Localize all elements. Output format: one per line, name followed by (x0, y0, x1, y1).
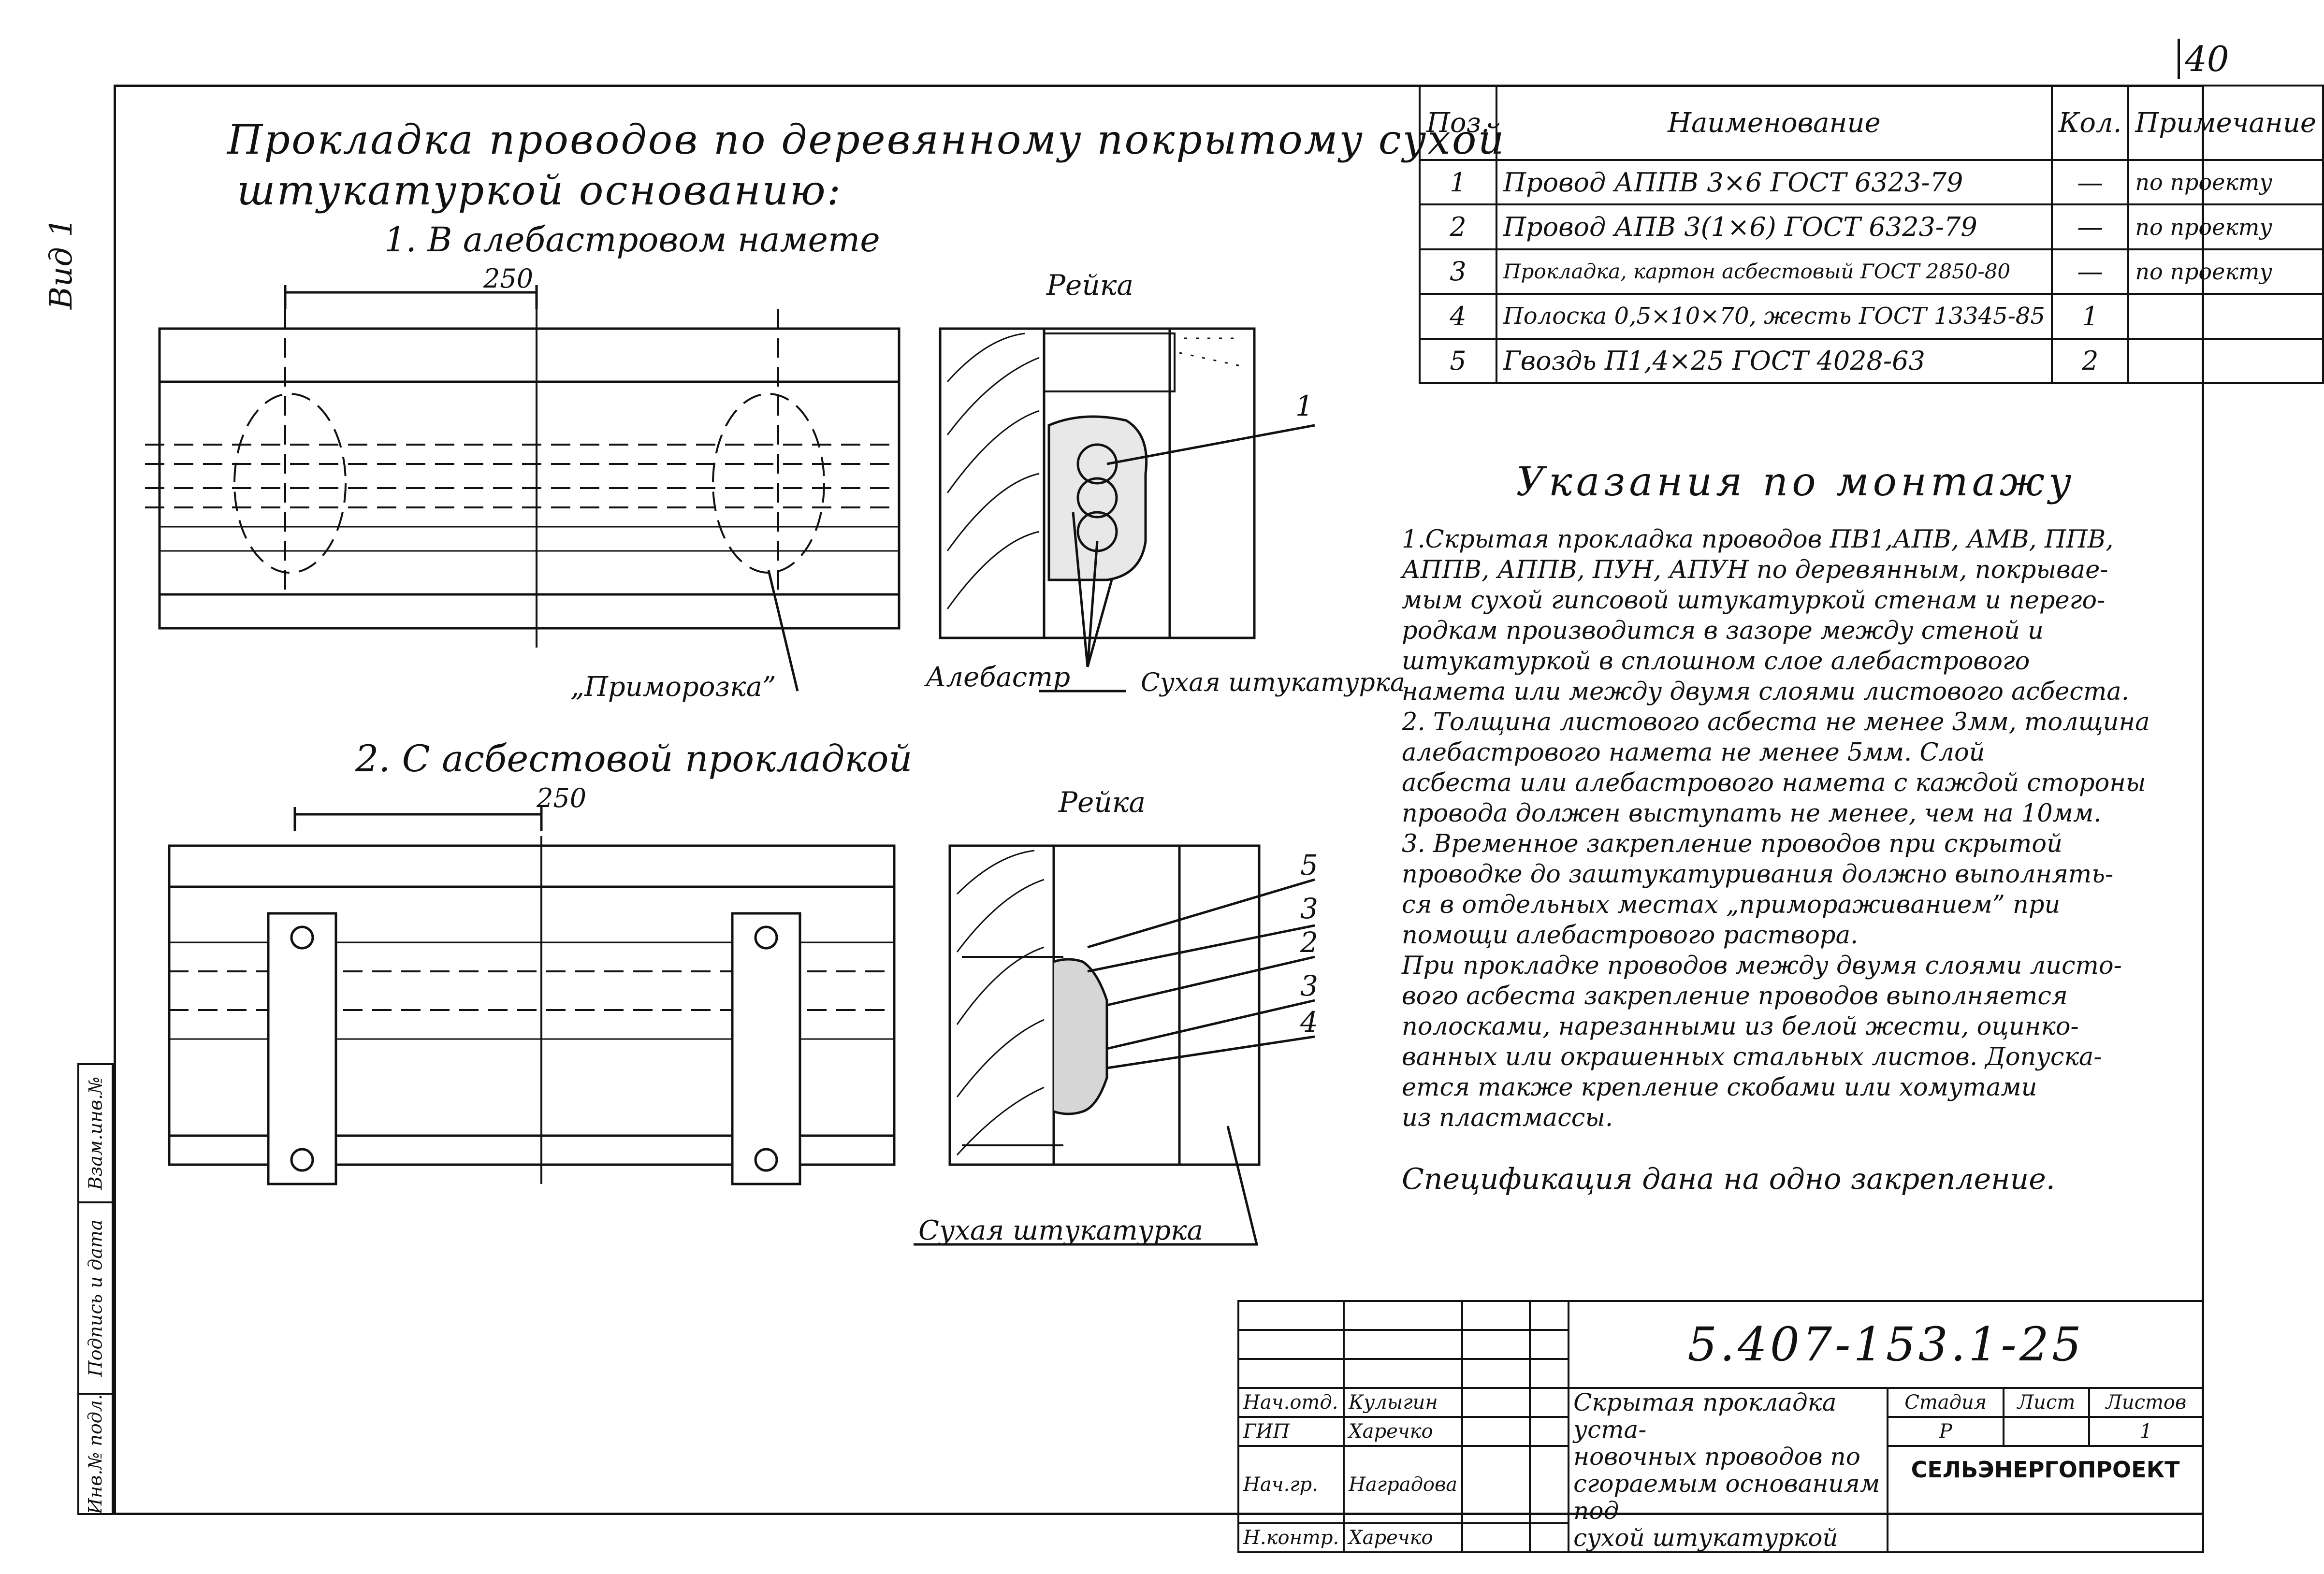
spec-cell-note (2127, 293, 2324, 340)
spec-cell-note: по проекту (2127, 248, 2324, 295)
notes-paragraph: При прокладке проводов между двумя слоям… (1402, 952, 2122, 1132)
spec-cell-pos: 1 (1419, 159, 1497, 206)
spec-cell-name: Провод АППВ 3×6 ГОСТ 6323-79 (1495, 159, 2053, 206)
spec-cell-qty: — (2050, 159, 2130, 206)
spec-header-row: Поз. Наименование Кол. Примечание (1419, 85, 2324, 161)
spec-cell-qty: — (2050, 248, 2130, 295)
stage-value: Р (1887, 1416, 2005, 1447)
notes-title: Указания по монтажу (1516, 459, 2076, 505)
installation-notes: Указания по монтажу 1.Скрытая прокладка … (1402, 459, 2190, 1196)
signature-cell (1461, 1522, 1531, 1553)
spec-cell-name: Прокладка, картон асбестовый ГОСТ 2850-8… (1495, 248, 2053, 295)
side-stamp: Взам.инв.№ Подпись и дата Инв.№ подл. (77, 1063, 114, 1515)
s2-callout-4: 4 (1300, 1006, 1318, 1039)
role-name: Наградова (1343, 1445, 1464, 1524)
s2-label-rail: Рейка (1058, 786, 1146, 819)
role-label: Н.контр. (1237, 1522, 1345, 1553)
section2-title: 2. С асбестовой прокладкой (355, 737, 913, 780)
notes-paragraph: 1.Скрытая прокладка проводов ПВ1,АПВ, АМ… (1402, 525, 2129, 706)
spec-cell-name: Гвоздь П1,4×25 ГОСТ 4028-63 (1495, 337, 2053, 385)
sheets-value: 1 (2088, 1416, 2205, 1447)
notes-spec-note: Спецификация дана на одно закрепление. (1402, 1162, 2055, 1196)
section2-drawing: 250 Рейка 5 3 2 3 4 Сухая штукатурка (168, 783, 1318, 1246)
spec-cell-name: Полоска 0,5×10×70, жесть ГОСТ 13345-85 (1495, 293, 2053, 340)
spec-cell-qty: 2 (2050, 337, 2130, 385)
signature-cell (1461, 1445, 1531, 1524)
s1-label-freeze: „Приморозка” (570, 671, 776, 703)
title-block: 5.407-153.1-25 Нач.отд. Кулыгин Скрытая … (1237, 1300, 2205, 1553)
role-name: Харечко (1343, 1416, 1464, 1447)
role-label: Нач.отд. (1237, 1387, 1345, 1418)
s1-label-dry-plaster: Сухая штукатурка (1141, 668, 1405, 697)
spec-row: 4 Полоска 0,5×10×70, жесть ГОСТ 13345-85… (1419, 293, 2324, 340)
s1-label-alabaster: Алебастр (924, 662, 1070, 693)
notes-paragraph: 3. Временное закрепление проводов при ск… (1402, 830, 2114, 950)
spec-header-name: Наименование (1495, 85, 2053, 161)
notes-paragraph: 2. Толщина листового асбеста не менее 3м… (1402, 708, 2150, 828)
spec-cell-pos: 2 (1419, 203, 1497, 250)
spec-cell-note: по проекту (2127, 203, 2324, 250)
sheet-label: Лист (2003, 1387, 2090, 1418)
role-name: Кулыгин (1343, 1387, 1464, 1418)
stage-label: Стадия (1887, 1387, 2005, 1418)
signature-cell (1461, 1387, 1531, 1418)
s1-label-rail: Рейка (1046, 269, 1133, 302)
heading-line2: штукатуркой основанию: (237, 167, 842, 214)
spec-cell-qty: 1 (2050, 293, 2130, 340)
spec-row: 1 Провод АППВ 3×6 ГОСТ 6323-79 — по прое… (1419, 159, 2324, 206)
spec-row: 3 Прокладка, картон асбестовый ГОСТ 2850… (1419, 248, 2324, 295)
s1-dimension: 250 (483, 263, 533, 294)
s2-dimension: 250 (536, 783, 586, 813)
doc-description: Скрытая прокладка уста- новочных проводо… (1568, 1387, 1889, 1553)
spec-cell-pos: 4 (1419, 293, 1497, 340)
spec-cell-pos: 3 (1419, 248, 1497, 295)
spec-row: 5 Гвоздь П1,4×25 ГОСТ 4028-63 2 (1419, 337, 2324, 385)
drawing-frame (114, 85, 2204, 1515)
spec-cell-note (2127, 337, 2324, 385)
heading-line1: Прокладка проводов по деревянному покрыт… (227, 116, 1506, 163)
doc-code: 5.407-153.1-25 (1568, 1300, 2204, 1389)
side-inv-orig: Инв.№ подл. (85, 1394, 106, 1514)
spec-header-qty: Кол. (2050, 85, 2130, 161)
role-label: ГИП (1237, 1416, 1345, 1447)
signature-cell (1461, 1416, 1531, 1447)
spec-cell-note: по проекту (2127, 159, 2324, 206)
s1-callout-1: 1 (1295, 390, 1313, 422)
s2-callout-3b: 3 (1300, 969, 1318, 1002)
s2-callout-3a: 3 (1300, 892, 1318, 925)
spec-cell-name: Провод АПВ 3(1×6) ГОСТ 6323-79 (1495, 203, 2053, 250)
spec-cell-qty: — (2050, 203, 2130, 250)
s2-callout-2: 2 (1300, 926, 1318, 959)
page-number: 40 (2178, 39, 2229, 79)
role-label: Нач.гр. (1237, 1445, 1345, 1524)
side-cell-inv-orig: Инв.№ подл. (77, 1393, 114, 1515)
organization: СЕЛЬЭНЕРГОПРОЕКТ (1887, 1445, 2204, 1553)
spec-row: 2 Провод АПВ 3(1×6) ГОСТ 6323-79 — по пр… (1419, 203, 2324, 250)
spec-header-note: Примечание (2127, 85, 2324, 161)
spec-header-pos: Поз. (1419, 85, 1497, 161)
s2-label-dry-plaster: Сухая штукатурка (918, 1215, 1203, 1246)
section1-drawing: Рейка 1 250 „Приморозка” Алебастр Сухая … (145, 263, 1405, 703)
s2-callout-5: 5 (1300, 849, 1318, 881)
spec-table: Поз. Наименование Кол. Примечание 1 Пров… (1419, 85, 2324, 385)
section1-title: 1. В алебастровом намете (384, 220, 880, 260)
spec-cell-pos: 5 (1419, 337, 1497, 385)
role-name: Харечко (1343, 1522, 1464, 1553)
sheets-label: Листов (2088, 1387, 2205, 1418)
